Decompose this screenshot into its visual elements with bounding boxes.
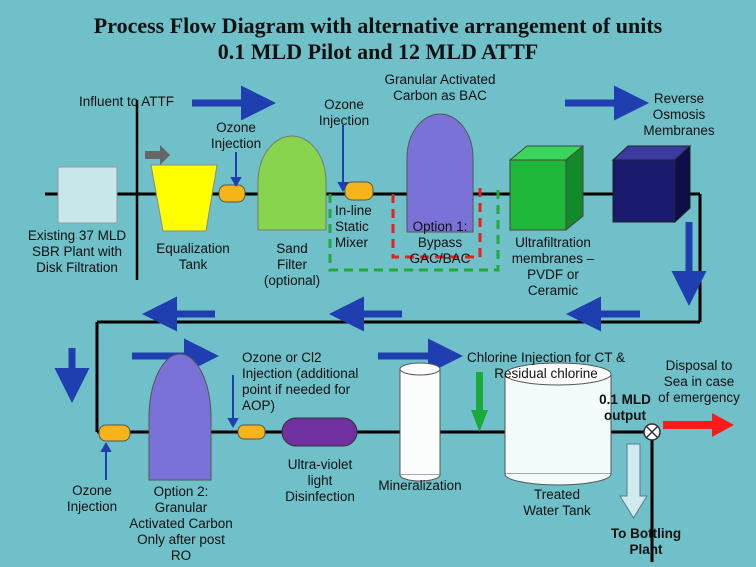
bypass-green-dashed [328,188,500,272]
mineralization-cylinder [399,362,441,482]
ozone-injection-arrow-1 [230,177,242,188]
ultrafiltration-cube [508,144,585,232]
gac-bac-shape [406,113,474,233]
static-mixer-injector [344,181,374,201]
flow-arrows [54,85,707,403]
diagram-title-line2: 0.1 MLD Pilot and 12 MLD ATTF [217,39,539,64]
existing-plant-box [57,166,118,224]
sand-filter-shape [257,135,327,231]
valve-symbol [643,423,661,441]
chlorine-injection-label: Chlorine Injection for CT &Residual chlo… [466,350,626,381]
diagram-title-line1: Process Flow Diagram with alternative ar… [93,13,663,38]
ozone-cl2-arrow [227,418,239,429]
influent-grey-arrow [145,145,170,165]
influent-label: Influent to ATTF [79,94,175,109]
treated-water-tank [504,362,612,486]
ozone-cl2-injector [237,424,266,440]
equalization-tank-shape [150,164,218,232]
chlorine-injection-arrow [471,372,488,432]
ozone-injection-arrow-2 [337,182,349,193]
mineralization-label: Mineralization [378,478,462,493]
bypass-red-dashed [391,188,482,259]
ozone-injector-1 [218,184,246,203]
ozone-injection-arrow-3 [100,441,112,452]
ozone-injector-3 [98,424,131,442]
disposal-red-arrow [663,413,734,437]
gac-option2-shape [148,353,212,481]
reverse-osmosis-cube [611,144,692,224]
bottling-arrow [619,443,648,519]
uv-disinfection-shape [281,417,358,447]
